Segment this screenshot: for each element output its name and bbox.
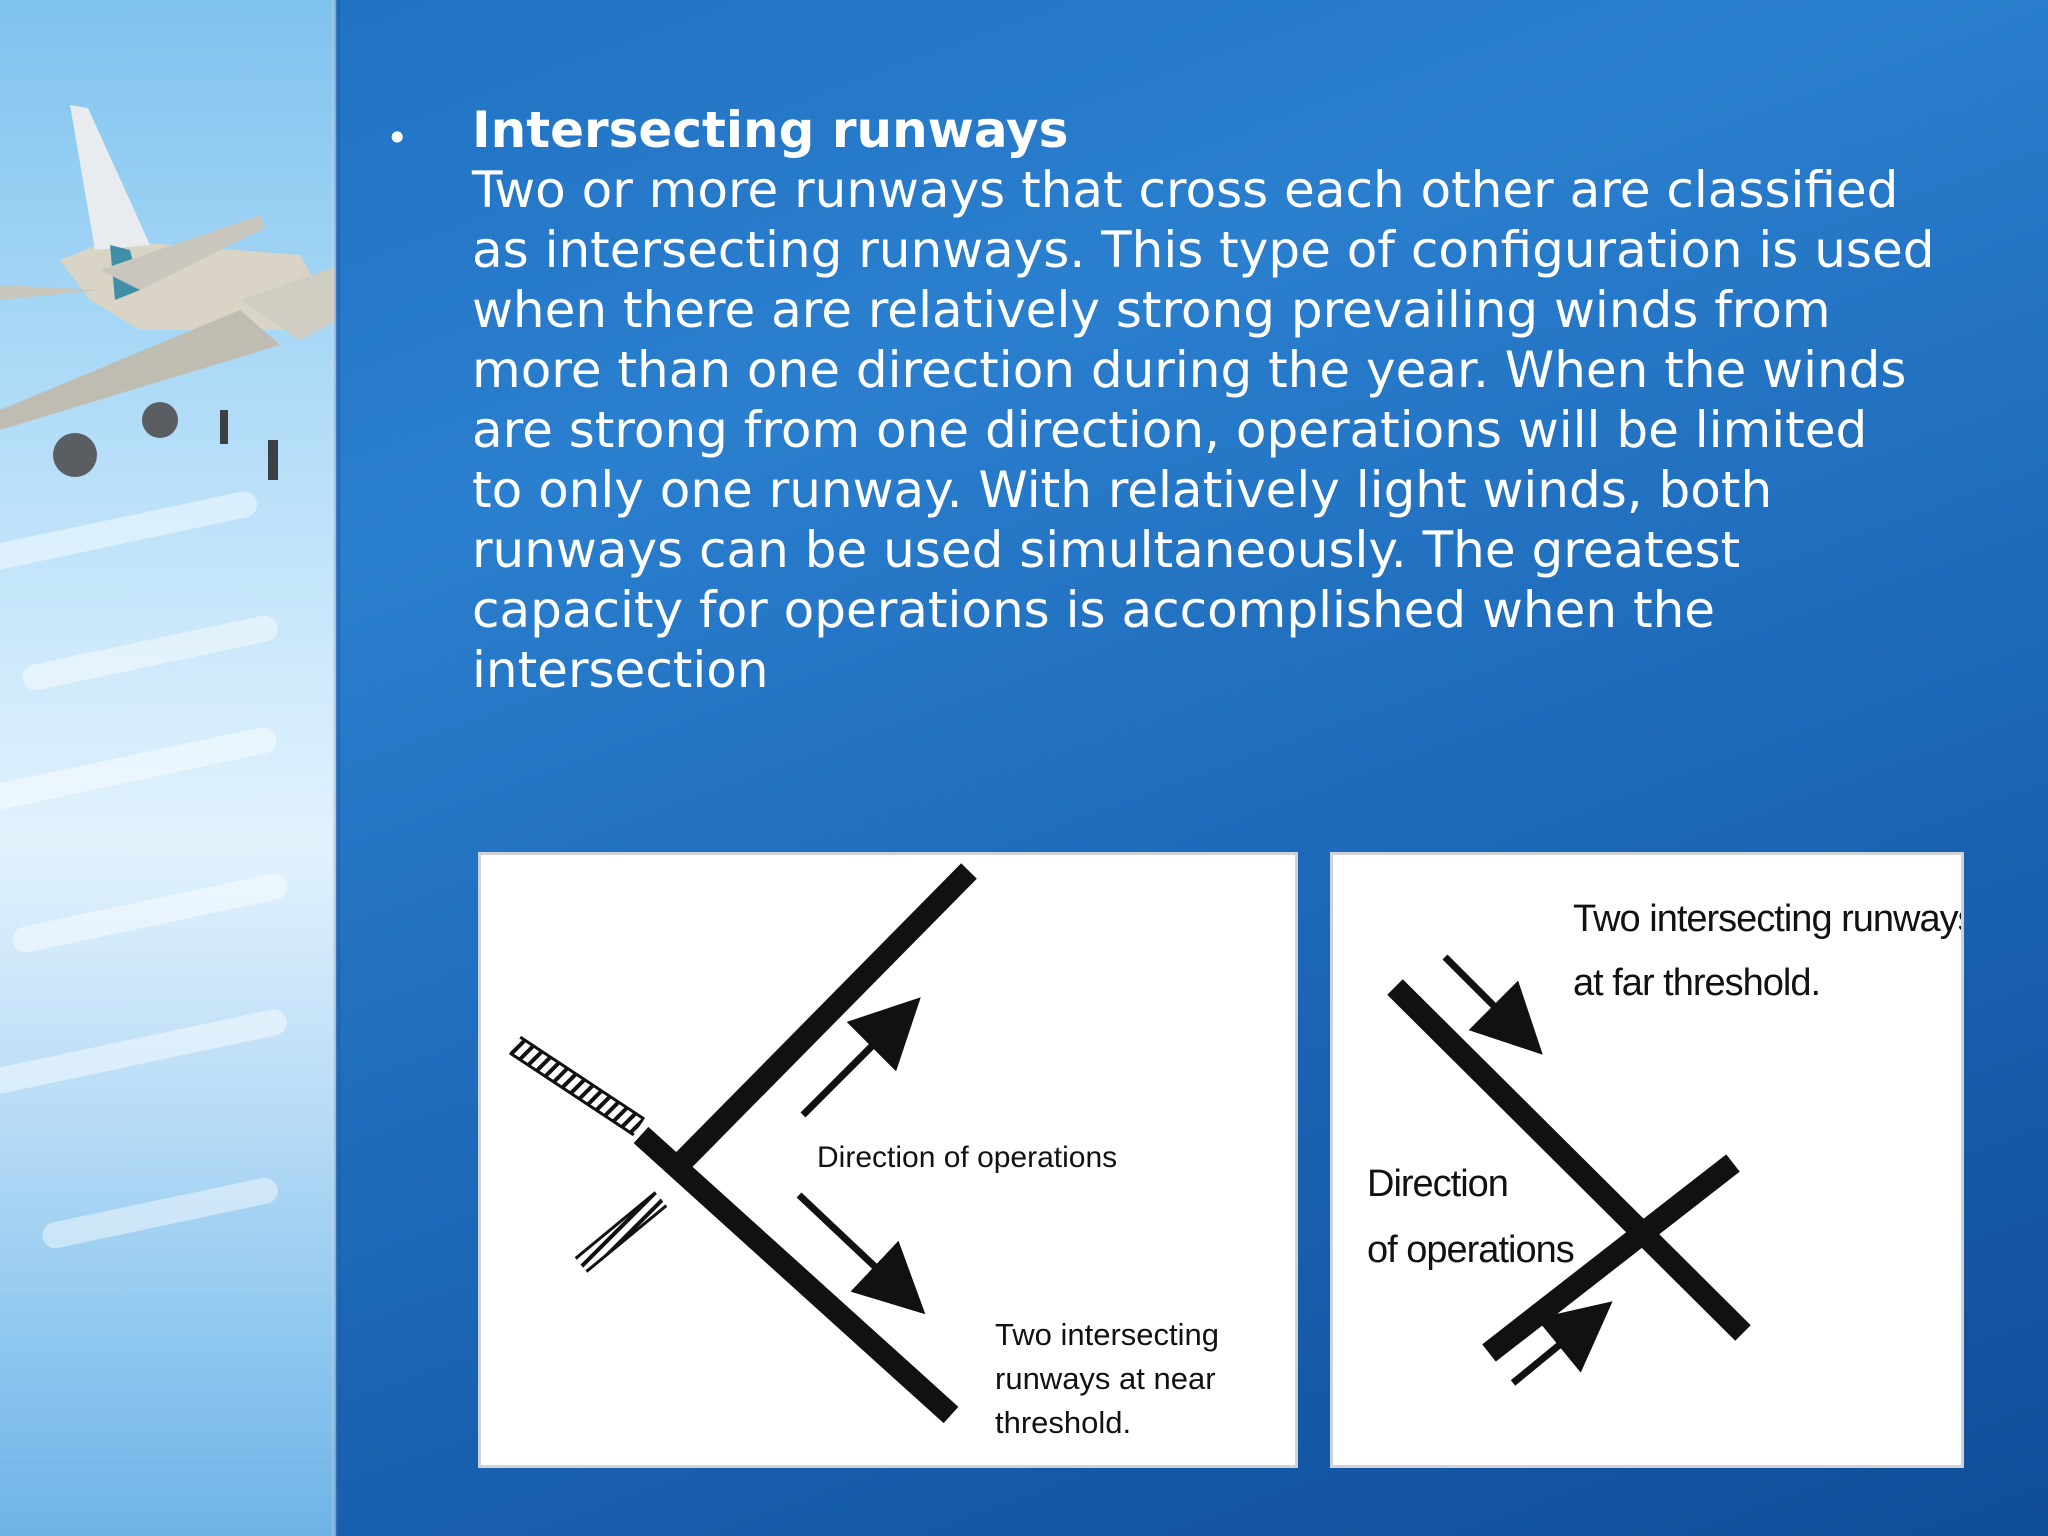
far-threshold-caption: Two intersecting runways at far threshol… [1573, 887, 1964, 1015]
direction-of-operations-label: Direction of operations [817, 1141, 1118, 1174]
bullet-marker: • [386, 116, 409, 160]
panel-divider [332, 0, 340, 1536]
body-line: as intersecting runways. This type of co… [472, 221, 1935, 279]
caption-line: Two intersecting runways [1573, 898, 1964, 940]
airplane-photo-panel [0, 0, 336, 1536]
far-threshold-runways-drawing [1387, 954, 1751, 1386]
slide-body-text: Two or more runways that cross each othe… [472, 160, 1934, 700]
runway-diagonal-short [1482, 1154, 1740, 1362]
caption-line: threshold. [995, 1405, 1132, 1440]
body-line: capacity for operations is accomplished … [472, 581, 1716, 639]
runway-northeast [663, 863, 977, 1181]
direction-line: of operations [1367, 1229, 1575, 1271]
caption-line: Two intersecting [995, 1317, 1219, 1352]
near-threshold-runways-drawing [508, 863, 977, 1424]
caption-line: at far threshold. [1573, 962, 1821, 1004]
near-threshold-diagram: Direction of operations Two intersecting… [478, 852, 1298, 1468]
body-line: when there are relatively strong prevail… [472, 281, 1831, 339]
arrow-up-right [1510, 1301, 1613, 1386]
slide-heading: Intersecting runways [472, 101, 1069, 159]
far-threshold-diagram: Two intersecting runways at far threshol… [1330, 852, 1964, 1468]
body-line: runways can be used simultaneously. The … [472, 521, 1741, 579]
runway-southeast [633, 1126, 959, 1424]
direction-line: Direction [1367, 1163, 1509, 1205]
body-line: more than one direction during the year.… [472, 341, 1907, 399]
arrow-down-right [1442, 954, 1543, 1055]
body-line: intersection [472, 641, 769, 699]
caption-line: runways at near [995, 1361, 1216, 1396]
body-line: Two or more runways that cross each othe… [472, 161, 1899, 219]
arrow-down-right [796, 1192, 926, 1315]
arrow-up-right [800, 997, 921, 1118]
near-threshold-caption: Two intersecting runways at near thresho… [995, 1313, 1219, 1445]
body-line: are strong from one direction, operation… [472, 401, 1868, 459]
body-line: to only one runway. With relatively ligh… [472, 461, 1773, 519]
runway-diagonal-long [1387, 979, 1751, 1341]
airplane-icon [0, 105, 336, 480]
direction-of-operations-label: Direction of operations [1367, 1151, 1575, 1283]
